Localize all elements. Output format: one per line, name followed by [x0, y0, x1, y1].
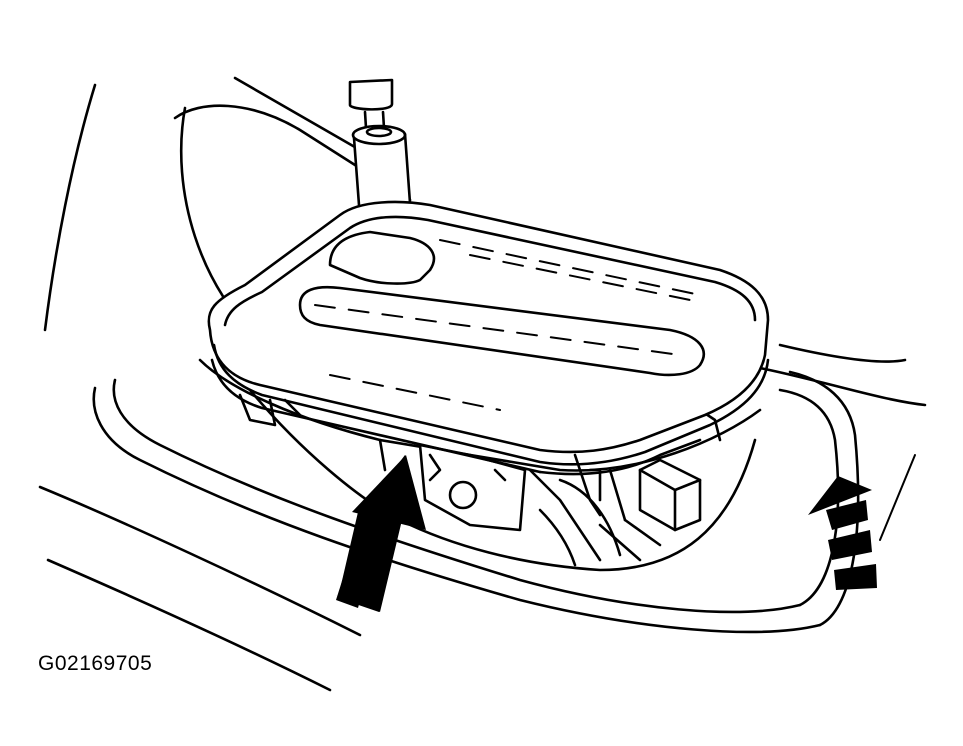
shifter-bezel — [207, 200, 770, 476]
dashed-up-arrow-icon — [808, 476, 877, 590]
solid-up-arrow-icon — [335, 455, 426, 612]
figure-id-label: G02169705 — [38, 652, 153, 675]
console-outline — [38, 76, 927, 692]
